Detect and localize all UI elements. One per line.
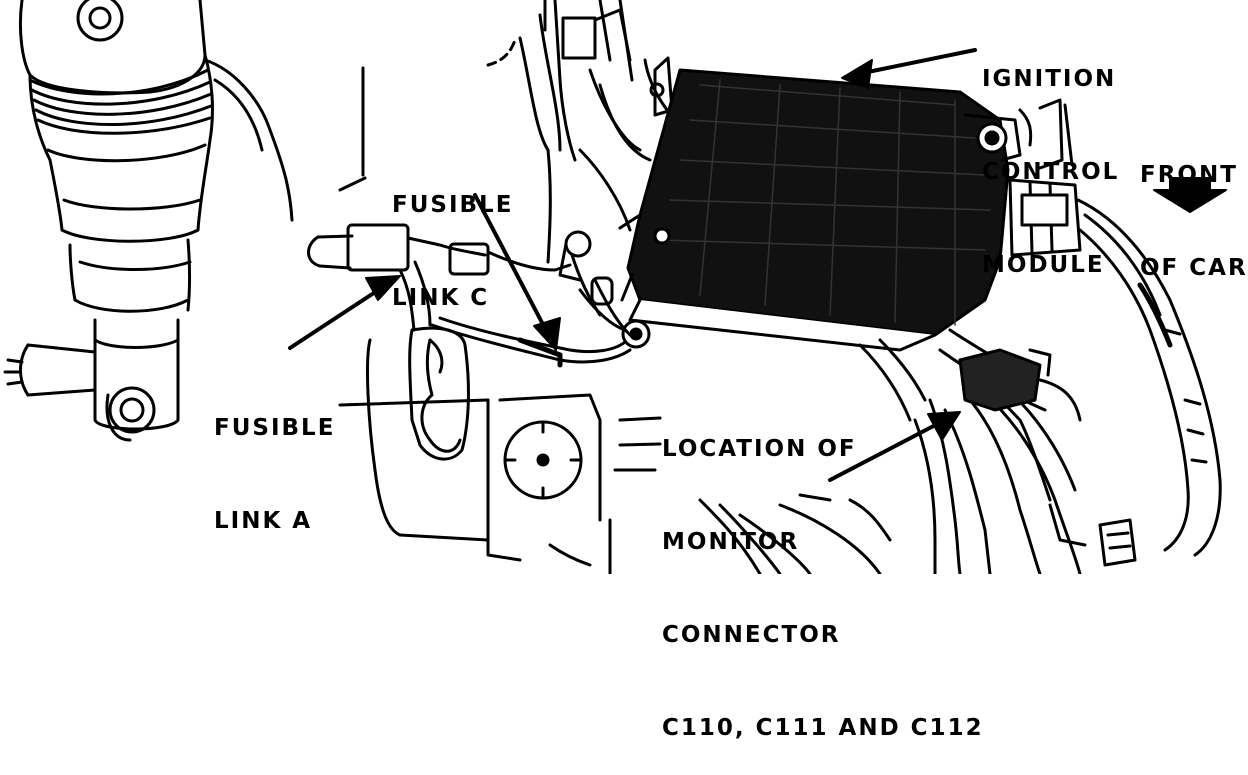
label-arrows — [288, 48, 977, 482]
ignition-label-line-1: IGNITION — [982, 66, 1117, 92]
arrow-fusible-link-a-head — [365, 275, 401, 301]
arrow-fusible-link-a — [288, 283, 388, 350]
monitor-connector-line-3: CONNECTOR — [662, 622, 841, 648]
fusible-link-c-label: FUSIBLE LINK C — [392, 128, 513, 345]
front-of-car-line-2: OF CAR — [1140, 255, 1248, 281]
arrow-monitor-connector-head — [927, 411, 961, 441]
arrow-monitor-connector — [828, 418, 947, 482]
arrow-fusible-link-c — [473, 193, 550, 336]
front-of-car-line-1: FRONT — [1140, 162, 1238, 188]
fusible-link-a-label: FUSIBLE LINK A — [214, 351, 335, 568]
ignition-label-line-2: CONTROL — [982, 159, 1120, 185]
wiring-harness — [858, 198, 1222, 576]
ignition-label-line-3: MODULE — [982, 252, 1105, 278]
arrow-ignition-module-head — [841, 59, 873, 89]
fusible-link-c-line-1: FUSIBLE — [392, 192, 514, 218]
lower-structure — [338, 326, 892, 576]
monitor-connector-line-4: C110, C111 AND C112 — [662, 715, 984, 741]
fusible-link-a-line-2: LINK A — [214, 508, 313, 534]
monitor-connector-line-1: LOCATION OF — [662, 436, 857, 462]
distributor-assembly — [3, 0, 294, 442]
fusible-link-a-line-1: FUSIBLE — [214, 415, 336, 441]
front-of-car-arrow — [1153, 177, 1227, 213]
monitor-connector-line-2: MONITOR — [662, 529, 800, 555]
line-drawing — [3, 0, 1227, 576]
fusible-link-wiring — [307, 223, 651, 368]
engine-compartment-diagram: IGNITION CONTROL MODULE FRONT OF CAR FUS… — [3, 0, 1248, 741]
ignition-control-module-label: IGNITION CONTROL MODULE — [982, 2, 1119, 312]
ignition-control-module — [618, 68, 1082, 352]
arrow-ignition-module — [856, 48, 977, 76]
front-of-car-label: FRONT OF CAR — [1140, 98, 1248, 315]
fusible-link-c-line-2: LINK C — [392, 285, 490, 311]
arrow-fusible-link-c-head — [533, 317, 561, 351]
